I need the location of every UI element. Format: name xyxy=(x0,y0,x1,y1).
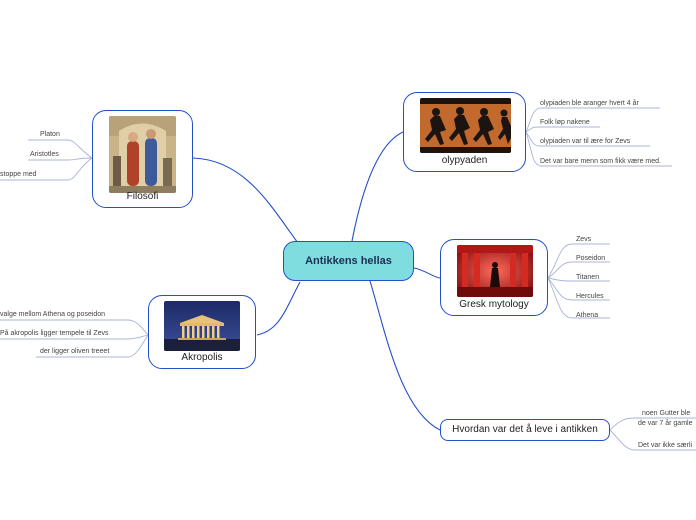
leaf-platon[interactable]: Platon xyxy=(40,131,60,138)
leaf-bare-menn[interactable]: Det var bare menn som fikk være med. xyxy=(540,158,661,165)
connector-akropolis xyxy=(256,281,301,336)
leaf-ikke-saerli[interactable]: Det var ikke særli xyxy=(638,442,693,449)
topic-gresk-mytology[interactable]: Gresk mytology xyxy=(440,239,548,316)
leaf-stoppe-med[interactable]: stoppe med xyxy=(0,171,37,178)
topic-hvordan-leve[interactable]: Hvordan var det å leve i antikken xyxy=(440,419,610,441)
leaf-hvert-4-ar[interactable]: olypiaden ble aranger hvert 4 år xyxy=(540,100,639,107)
leaf-athena[interactable]: Athena xyxy=(576,312,599,319)
leaf-valge-athena[interactable]: valge mellom Athena og poseidon xyxy=(0,311,106,318)
leaf-lop-nakene[interactable]: Folk løp nakene xyxy=(540,119,590,126)
connector-filosofi xyxy=(192,157,299,244)
red-temple-image xyxy=(457,245,533,297)
topic-akropolis-label: Akropolis xyxy=(181,352,223,363)
leaf-hercules[interactable]: Hercules xyxy=(576,293,604,300)
central-topic[interactable]: Antikkens hellas xyxy=(283,241,414,281)
topic-filosofi[interactable]: Filosofi xyxy=(92,110,193,208)
parthenon-image xyxy=(164,301,240,351)
topic-gresk-mytology-label: Gresk mytology xyxy=(459,299,529,310)
leaf-aristotles[interactable]: Aristotles xyxy=(30,151,59,158)
topic-olypyaden[interactable]: olypyaden xyxy=(403,92,526,172)
connector-mytologi xyxy=(413,267,441,279)
leaf-tempel-zevs[interactable]: På akropolis ligger tempele til Zevs xyxy=(0,330,109,337)
leaf-oliven-treeet[interactable]: der ligger oliven treeet xyxy=(40,348,110,355)
topic-olypyaden-label: olypyaden xyxy=(441,155,488,166)
topic-akropolis[interactable]: Akropolis xyxy=(148,295,256,369)
plato-aristotle-image xyxy=(109,116,176,193)
greek-runners-image xyxy=(420,98,511,153)
leaf-7-ar-gamle[interactable]: de var 7 år gamle xyxy=(638,420,693,427)
leaf-titanen[interactable]: Titanen xyxy=(576,274,600,281)
connector-leve xyxy=(369,280,441,431)
connector-olypyaden xyxy=(351,131,404,242)
central-topic-label: Antikkens hellas xyxy=(305,255,392,267)
topic-filosofi-label: Filosofi xyxy=(126,191,159,202)
leaf-noen-gutter[interactable]: noen Gutter ble xyxy=(642,410,691,417)
topic-hvordan-leve-label: Hvordan var det å leve i antikken xyxy=(452,424,598,435)
leaf-poseidon[interactable]: Poseidon xyxy=(576,255,606,262)
leaf-aere-zevs[interactable]: olypiaden var til ære for Zevs xyxy=(540,138,631,145)
leaf-zevs[interactable]: Zevs xyxy=(576,236,592,243)
